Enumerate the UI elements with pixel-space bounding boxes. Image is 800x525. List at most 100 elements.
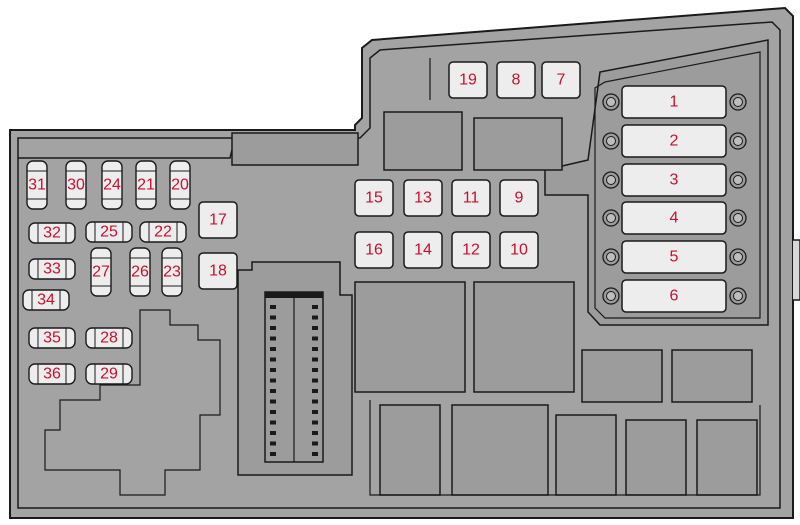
fuse-number: 6 bbox=[670, 288, 679, 305]
fuse-number: 23 bbox=[163, 264, 181, 281]
fuse-number: 36 bbox=[43, 366, 61, 383]
mini-fuse-22: 22 bbox=[139, 221, 187, 243]
mini-fuse-23: 23 bbox=[161, 247, 183, 297]
fuse-label-bg bbox=[151, 223, 175, 241]
fuse-body bbox=[198, 252, 238, 290]
connector-pin bbox=[312, 389, 318, 393]
fuse-number: 17 bbox=[209, 212, 227, 229]
relay-block-bottom-1 bbox=[379, 404, 441, 496]
bolt-head-icon bbox=[606, 136, 616, 146]
fuse-number: 10 bbox=[510, 242, 528, 259]
relay-block-bottom-2 bbox=[451, 404, 549, 496]
mini-fuse-30: 30 bbox=[65, 160, 87, 210]
maxi-fuse-2: 2 bbox=[602, 124, 747, 158]
fuse-number: 30 bbox=[67, 177, 85, 194]
connector-pin bbox=[270, 410, 276, 414]
fuse-number: 14 bbox=[414, 242, 432, 259]
fuse-number: 7 bbox=[557, 72, 566, 89]
relay-block-bottom-5 bbox=[696, 419, 758, 496]
connector-pin bbox=[312, 420, 318, 425]
fuse-number: 24 bbox=[103, 177, 121, 194]
mini-fuse-26: 26 bbox=[129, 247, 151, 297]
fuse-number: 32 bbox=[43, 225, 61, 242]
bolt-head-icon bbox=[606, 252, 616, 262]
mini-fuse-31: 31 bbox=[26, 160, 48, 210]
lower-left-housing-shape bbox=[44, 309, 221, 496]
mini-fuse-28: 28 bbox=[85, 327, 133, 349]
mini-fuse-32: 32 bbox=[28, 222, 76, 244]
connector-pin bbox=[312, 378, 318, 383]
mini-fuse-36: 36 bbox=[28, 363, 76, 385]
fuse-body bbox=[621, 85, 727, 119]
fuse-9: 9 bbox=[499, 179, 539, 217]
fuse-label-bg bbox=[40, 329, 64, 347]
fuse-body bbox=[451, 231, 491, 269]
connector-pin bbox=[270, 326, 276, 330]
fuse-8: 8 bbox=[496, 61, 536, 99]
relay-block-mid-right bbox=[473, 281, 575, 393]
fuse-number: 13 bbox=[414, 190, 432, 207]
maxi-fuse-4: 4 bbox=[602, 201, 747, 235]
mini-fuse-33: 33 bbox=[28, 258, 76, 280]
connector-pin bbox=[312, 399, 318, 404]
bolt-head-icon bbox=[606, 97, 616, 107]
connector-pin bbox=[312, 368, 318, 372]
relay-block-upper-right bbox=[473, 117, 563, 171]
fuse-number: 1 bbox=[670, 94, 679, 111]
fuse-label-bg bbox=[40, 260, 64, 278]
connector-pin bbox=[270, 336, 276, 341]
fuse-body bbox=[499, 231, 539, 269]
mini-fuse-27: 27 bbox=[90, 247, 112, 297]
fuse-number: 20 bbox=[171, 177, 189, 194]
fuse-label-bg bbox=[97, 329, 121, 347]
bolt-head-icon bbox=[606, 175, 616, 185]
fuse-number: 9 bbox=[515, 190, 524, 207]
fuse-13: 13 bbox=[403, 179, 443, 217]
mini-fuse-24: 24 bbox=[101, 160, 123, 210]
fuse-body bbox=[621, 279, 727, 313]
connector-pin bbox=[270, 431, 276, 435]
fuse-body bbox=[26, 160, 48, 210]
fuse-body bbox=[451, 179, 491, 217]
mini-fuse-21: 21 bbox=[135, 160, 157, 210]
fuse-11: 11 bbox=[451, 179, 491, 217]
relay-block-upper-left bbox=[383, 111, 463, 171]
maxi-fuse-3: 3 bbox=[602, 163, 747, 197]
fuse-label-bg bbox=[34, 291, 58, 309]
fuse-number: 27 bbox=[92, 264, 110, 281]
relay-block-bottom-3 bbox=[555, 414, 617, 496]
maxi-fuse-panel-inner bbox=[594, 51, 761, 319]
connector-pin bbox=[270, 347, 276, 351]
bolt-head-icon bbox=[733, 291, 743, 301]
connector-pin bbox=[312, 410, 318, 414]
connector-pin bbox=[312, 441, 318, 446]
mini-fuse-20: 20 bbox=[169, 160, 191, 210]
fuse-body bbox=[198, 201, 238, 239]
mini-fuse-25: 25 bbox=[85, 221, 133, 243]
bolt-head-icon bbox=[733, 175, 743, 185]
fuse-body bbox=[354, 179, 394, 217]
mini-fuse-34: 34 bbox=[22, 289, 70, 311]
connector-pin bbox=[312, 315, 318, 320]
fuse-number: 3 bbox=[670, 172, 679, 189]
fuse-body bbox=[161, 247, 183, 297]
maxi-fuse-1: 1 bbox=[602, 85, 747, 119]
fuse-17: 17 bbox=[198, 201, 238, 239]
maxi-fuse-5: 5 bbox=[602, 240, 747, 274]
mini-fuse-29: 29 bbox=[85, 363, 133, 385]
maxi-fuse-6: 6 bbox=[602, 279, 747, 313]
connector-pins bbox=[270, 305, 318, 456]
relay-block-right-1 bbox=[581, 349, 663, 403]
fuse-number: 4 bbox=[670, 210, 679, 227]
connector-pin bbox=[270, 368, 276, 372]
relay-block-right-2 bbox=[671, 349, 753, 403]
connector-pin bbox=[270, 378, 276, 383]
fuse-16: 16 bbox=[354, 231, 394, 269]
connector-pin bbox=[270, 389, 276, 393]
fuse-number: 2 bbox=[670, 133, 679, 150]
fuse-body bbox=[354, 231, 394, 269]
connector-pin bbox=[312, 336, 318, 341]
fuse-number: 12 bbox=[462, 242, 480, 259]
fuse-body bbox=[403, 231, 443, 269]
fuse-body bbox=[448, 61, 488, 99]
